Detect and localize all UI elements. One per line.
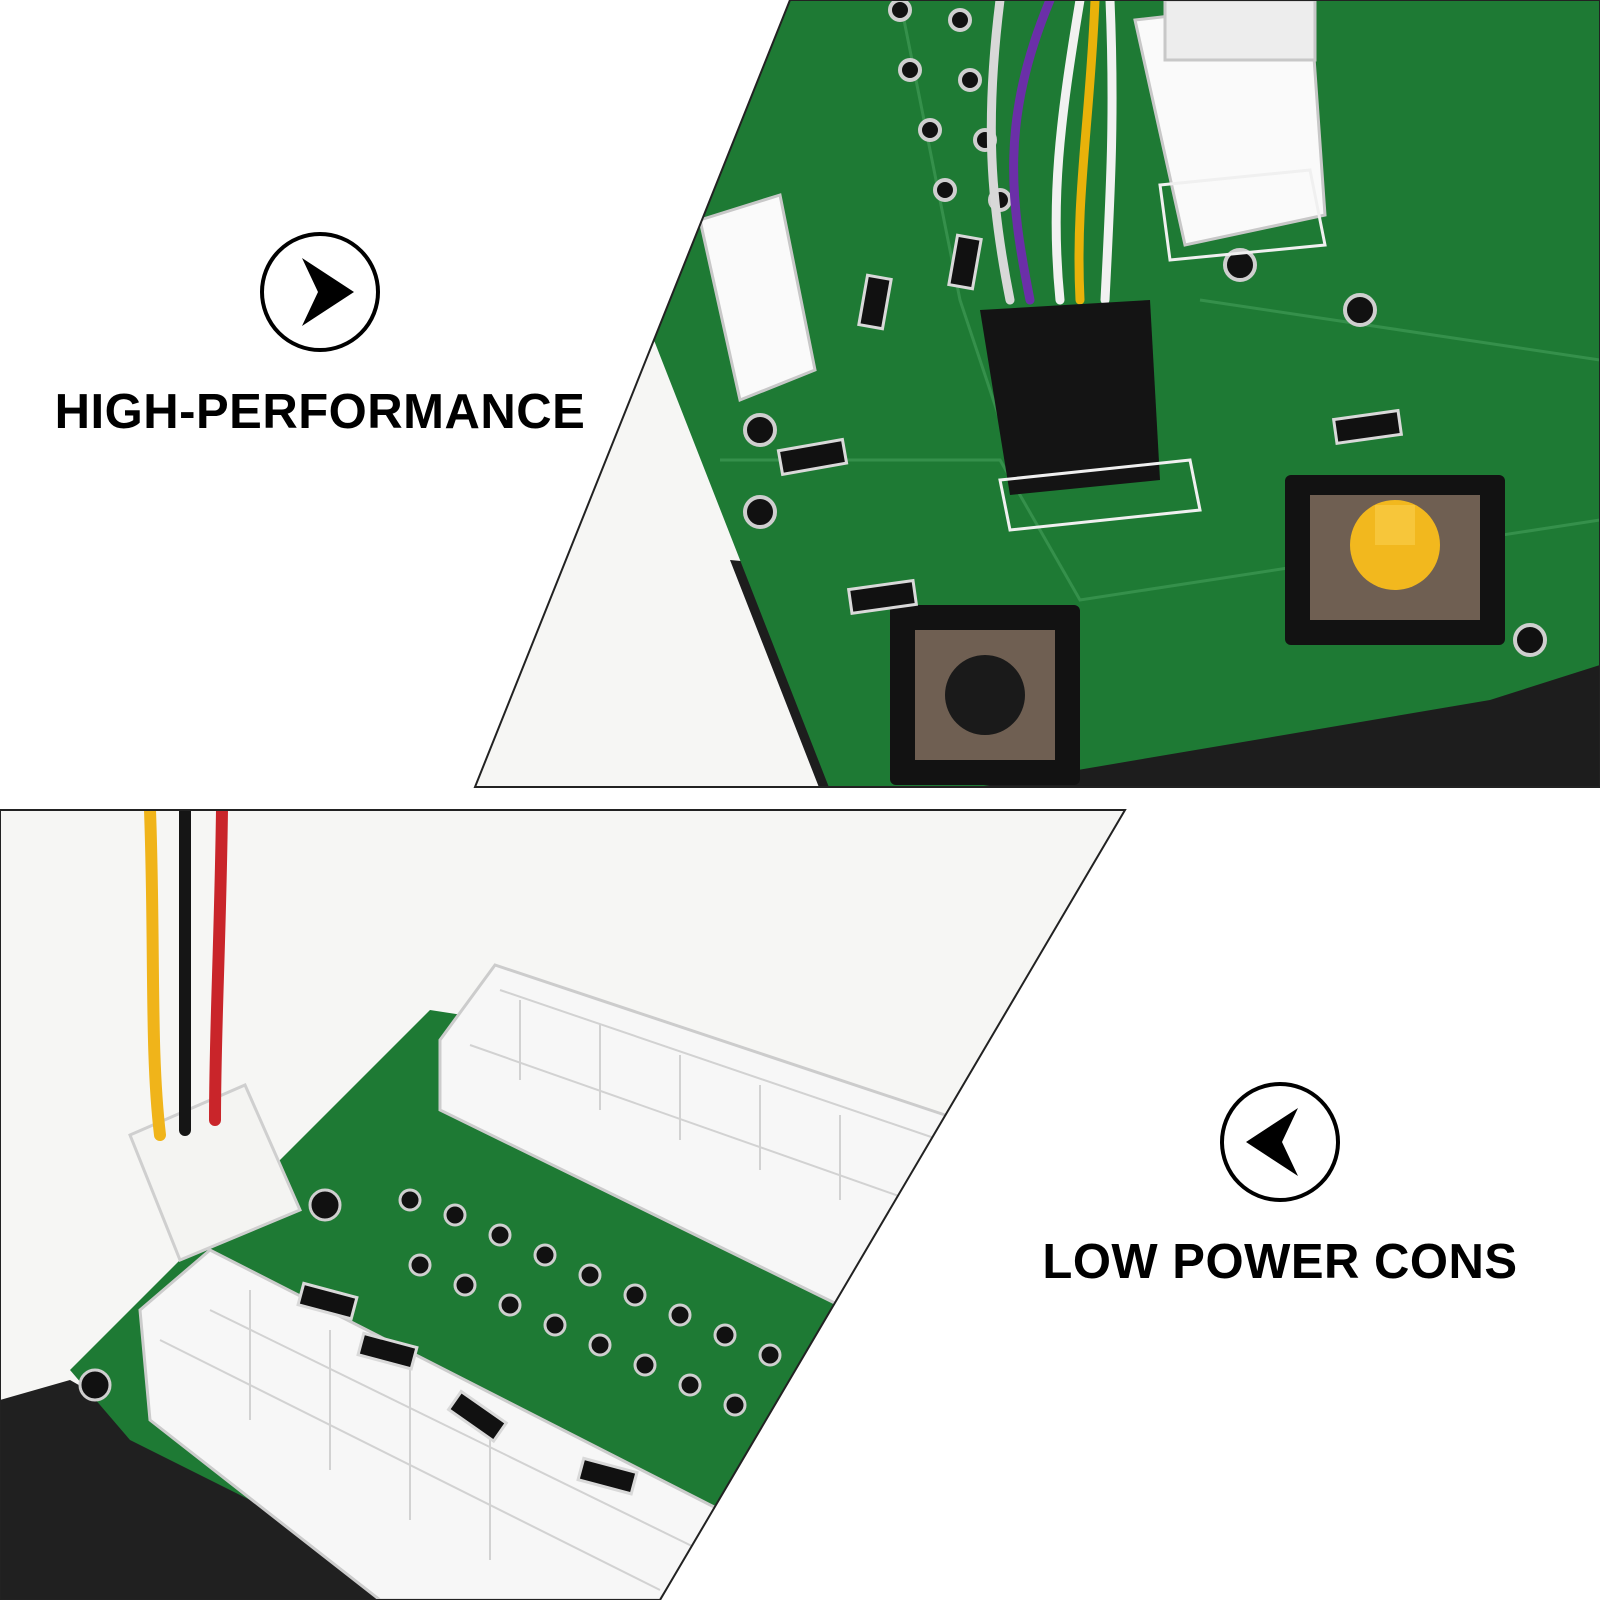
top-board-photo <box>475 0 1600 787</box>
arrow-left-circle-icon <box>1220 1082 1340 1202</box>
feature-low-power: LOW POWER CONS <box>1010 1080 1550 1290</box>
arrow-right-circle-icon <box>260 232 380 352</box>
feature-high-performance: HIGH-PERFORMANCE <box>30 230 610 440</box>
feature-label: LOW POWER CONS <box>1042 1235 1518 1289</box>
bottom-board-photo <box>0 810 1125 1600</box>
top-photo-frame <box>473 0 1600 788</box>
bottom-photo-frame <box>0 809 1127 1600</box>
feature-label: HIGH-PERFORMANCE <box>54 385 586 439</box>
